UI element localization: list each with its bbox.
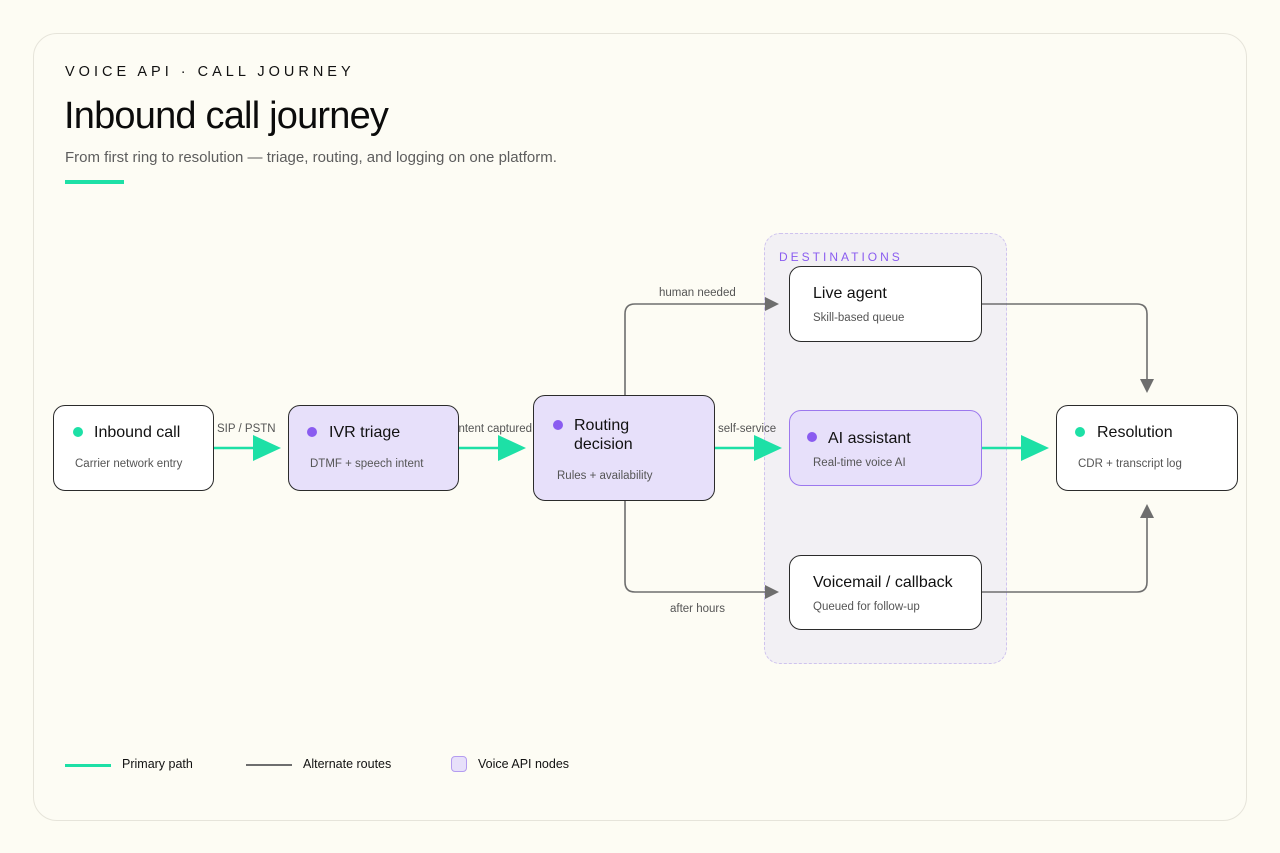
edge-label-intent-captured: Intent captured bbox=[459, 423, 532, 435]
node-routing-decision[interactable]: Routing decision Rules + availability bbox=[533, 395, 715, 501]
edge-label-human-needed: human needed bbox=[659, 287, 736, 299]
primary-edge-inbound-ivr bbox=[214, 435, 281, 461]
edge-label-sip-pstn: SIP / PSTN bbox=[217, 423, 276, 435]
status-dot bbox=[73, 427, 83, 437]
primary-edge-ivr-routing bbox=[459, 435, 526, 461]
alternate-edge-voicemail-resolution bbox=[982, 504, 1154, 593]
node-title: IVR triage bbox=[329, 424, 401, 441]
node-live-agent[interactable]: Live agent Skill-based queue bbox=[789, 266, 982, 342]
legend-primary-swatch bbox=[65, 764, 111, 767]
node-title: Live agent bbox=[813, 285, 887, 302]
primary-edge-routing-ai bbox=[715, 435, 782, 461]
primary-edge-ai-resolution bbox=[982, 435, 1049, 461]
node-description: Carrier network entry bbox=[75, 458, 183, 470]
node-title: Resolution bbox=[1097, 424, 1173, 441]
legend-api-label: Voice API nodes bbox=[478, 757, 570, 771]
node-description: Rules + availability bbox=[557, 470, 653, 482]
node-description: Real-time voice AI bbox=[813, 457, 906, 469]
title-accent-rule bbox=[65, 180, 124, 184]
eyebrow: VOICE API · CALL JOURNEY bbox=[65, 64, 355, 80]
node-title: Inbound call bbox=[94, 424, 181, 441]
page-title: Inbound call journey bbox=[64, 95, 389, 137]
node-voicemail-callback[interactable]: Voicemail / callback Queued for follow-u… bbox=[789, 555, 982, 630]
alternate-edge-live-agent-resolution bbox=[982, 303, 1154, 393]
legend-api-swatch bbox=[451, 756, 467, 772]
alternate-edge-routing-voicemail bbox=[624, 501, 779, 599]
node-ai-assistant[interactable]: AI assistant Real-time voice AI bbox=[789, 410, 982, 486]
legend-primary-label: Primary path bbox=[122, 757, 193, 771]
node-title: AI assistant bbox=[828, 430, 911, 447]
node-ivr-triage[interactable]: IVR triage DTMF + speech intent bbox=[288, 405, 459, 491]
node-description: CDR + transcript log bbox=[1078, 458, 1182, 470]
edge-label-after-hours: after hours bbox=[670, 603, 725, 615]
edge-label-self-service: self-service bbox=[718, 423, 777, 435]
status-dot bbox=[807, 432, 817, 442]
node-description: DTMF + speech intent bbox=[310, 458, 424, 470]
node-resolution[interactable]: Resolution CDR + transcript log bbox=[1056, 405, 1238, 491]
status-dot bbox=[553, 420, 563, 430]
page-subtitle: From first ring to resolution — triage, … bbox=[65, 149, 557, 166]
status-dot bbox=[1075, 427, 1085, 437]
legend-alternate-swatch bbox=[246, 764, 292, 766]
node-description: Skill-based queue bbox=[813, 312, 905, 324]
node-description: Queued for follow-up bbox=[813, 601, 920, 613]
destinations-label: DESTINATIONS bbox=[779, 250, 903, 264]
status-dot bbox=[307, 427, 317, 437]
legend-alternate-label: Alternate routes bbox=[303, 757, 392, 771]
node-inbound-call[interactable]: Inbound call Carrier network entry bbox=[53, 405, 214, 491]
alternate-edge-routing-live-agent bbox=[624, 297, 779, 395]
node-title: Routing decision bbox=[574, 417, 633, 453]
node-title: Voicemail / callback bbox=[813, 574, 953, 591]
